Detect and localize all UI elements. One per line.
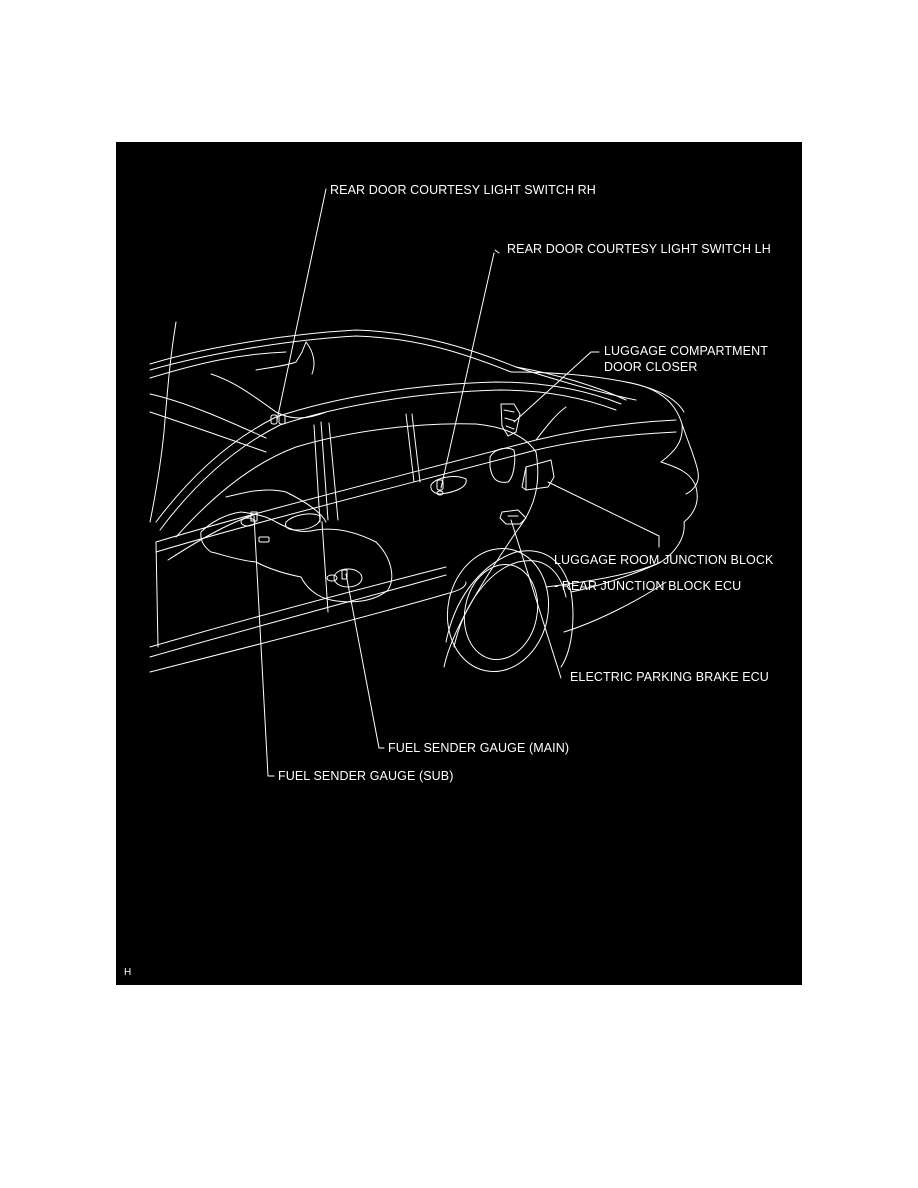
leader-parking-brake [510,519,562,679]
label-fuel-sender-gauge-sub: FUEL SENDER GAUGE (SUB) [278,768,453,784]
luggage-door-closer-glyph [500,403,521,437]
leader-fuel-sub [253,515,275,777]
junction-block-glyph [521,459,555,491]
car-line-drawing [149,188,699,777]
leader-door-closer [513,351,600,423]
leader-rh-switch [276,188,327,421]
label-text: REAR DOOR COURTESY LIGHT SWITCH LH [507,242,771,256]
label-text: FUEL SENDER GAUGE (SUB) [278,769,454,783]
figure-code: H [124,967,132,978]
label-text: LUGGAGE ROOM JUNCTION BLOCK [554,553,774,567]
label-rear-door-courtesy-light-switch-lh: REAR DOOR COURTESY LIGHT SWITCH LH [507,241,771,257]
label-text: LUGGAGE COMPARTMENT [604,344,768,358]
label-rear-door-courtesy-light-switch-rh: REAR DOOR COURTESY LIGHT SWITCH RH [330,182,596,198]
leader-junction-block [547,481,660,548]
fuel-sender-main-glyph [326,569,348,582]
label-text: REAR DOOR COURTESY LIGHT SWITCH RH [330,183,596,197]
label-fuel-sender-gauge-main: FUEL SENDER GAUGE (MAIN) [388,740,569,756]
label-text: - REAR JUNCTION BLOCK ECU [554,579,742,593]
diagram-panel: REAR DOOR COURTESY LIGHT SWITCH RH REAR … [116,142,802,985]
leader-lh-switch [440,249,500,489]
label-luggage-room-junction-block: LUGGAGE ROOM JUNCTION BLOCK [554,552,773,568]
rear-door-courtesy-switch-lh-glyph [436,479,444,496]
label-rear-junction-block-ecu: - REAR JUNCTION BLOCK ECU [554,578,741,594]
leader-fuel-main [345,573,385,749]
label-text: DOOR CLOSER [604,360,698,374]
label-luggage-compartment-door-closer: LUGGAGE COMPARTMENT DOOR CLOSER [604,343,768,375]
label-text: ELECTRIC PARKING BRAKE ECU [570,670,769,684]
parking-brake-ecu-glyph [499,509,527,525]
label-text: FUEL SENDER GAUGE (MAIN) [388,741,570,755]
label-electric-parking-brake-ecu: ELECTRIC PARKING BRAKE ECU [570,669,769,685]
